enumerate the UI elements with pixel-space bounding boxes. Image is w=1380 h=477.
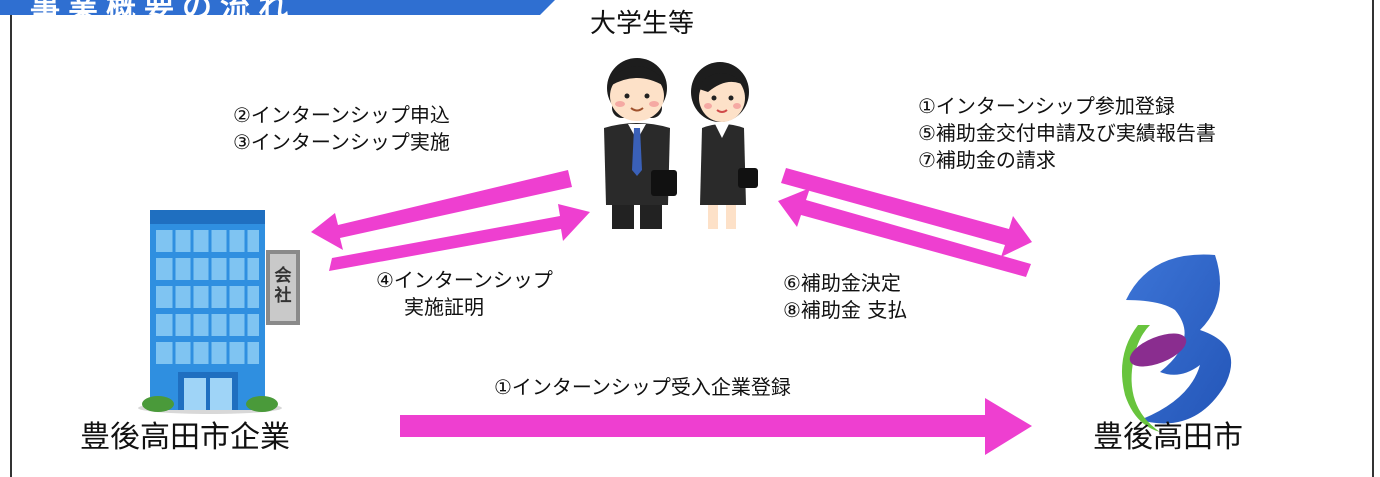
flow-company-to-student: ④インターンシップ 実施証明 xyxy=(376,267,553,321)
flow-line: ①インターンシップ参加登録 xyxy=(918,94,1175,118)
arrow-company-to-city xyxy=(400,398,1032,455)
flow-line: ③インターンシップ実施 xyxy=(233,130,450,154)
company-label: 豊後高田市企業 xyxy=(80,420,290,455)
flow-line: 実施証明 xyxy=(404,295,484,319)
female-student-figure xyxy=(691,62,758,229)
company-sign-char: 会 xyxy=(274,266,292,286)
section-header-tab: 事業概要の流れ xyxy=(0,0,560,15)
flow-city-to-student: ⑥補助金決定 ⑧補助金 支払 xyxy=(783,270,907,324)
flow-line: ②インターンシップ申込 xyxy=(233,103,450,127)
flow-line: ⑤補助金交付申請及び実績報告書 xyxy=(918,121,1216,145)
company-building-icon xyxy=(138,210,300,414)
diagram-frame xyxy=(10,0,1374,477)
arrow-company-to-student xyxy=(329,204,590,271)
city-logo-icon xyxy=(1121,254,1232,432)
company-sign-label: 会 社 xyxy=(272,266,294,306)
section-header-title: 事業概要の流れ xyxy=(30,0,296,15)
flow-line: ⑧補助金 支払 xyxy=(783,298,908,322)
flow-line: ⑥補助金決定 xyxy=(783,271,901,295)
arrow-student-to-city xyxy=(781,168,1032,257)
flow-line: ④インターンシップ xyxy=(376,268,553,292)
flow-student-to-company: ②インターンシップ申込 ③インターンシップ実施 xyxy=(233,102,450,156)
flow-student-to-city: ①インターンシップ参加登録 ⑤補助金交付申請及び実績報告書 ⑦補助金の請求 xyxy=(918,93,1216,174)
students-icon xyxy=(604,58,758,229)
header-tab-shape xyxy=(0,0,555,15)
students-label: 大学生等 xyxy=(590,9,695,39)
flow-company-to-city: ①インターンシップ受入企業登録 xyxy=(494,374,791,401)
arrow-city-to-student xyxy=(778,188,1031,277)
city-label: 豊後高田市 xyxy=(1093,420,1243,455)
flow-line: ⑦補助金の請求 xyxy=(918,148,1056,172)
flow-line: ①インターンシップ受入企業登録 xyxy=(494,375,791,399)
company-sign-char: 社 xyxy=(274,286,292,306)
male-student-figure xyxy=(604,58,677,229)
arrow-student-to-company xyxy=(311,170,572,250)
